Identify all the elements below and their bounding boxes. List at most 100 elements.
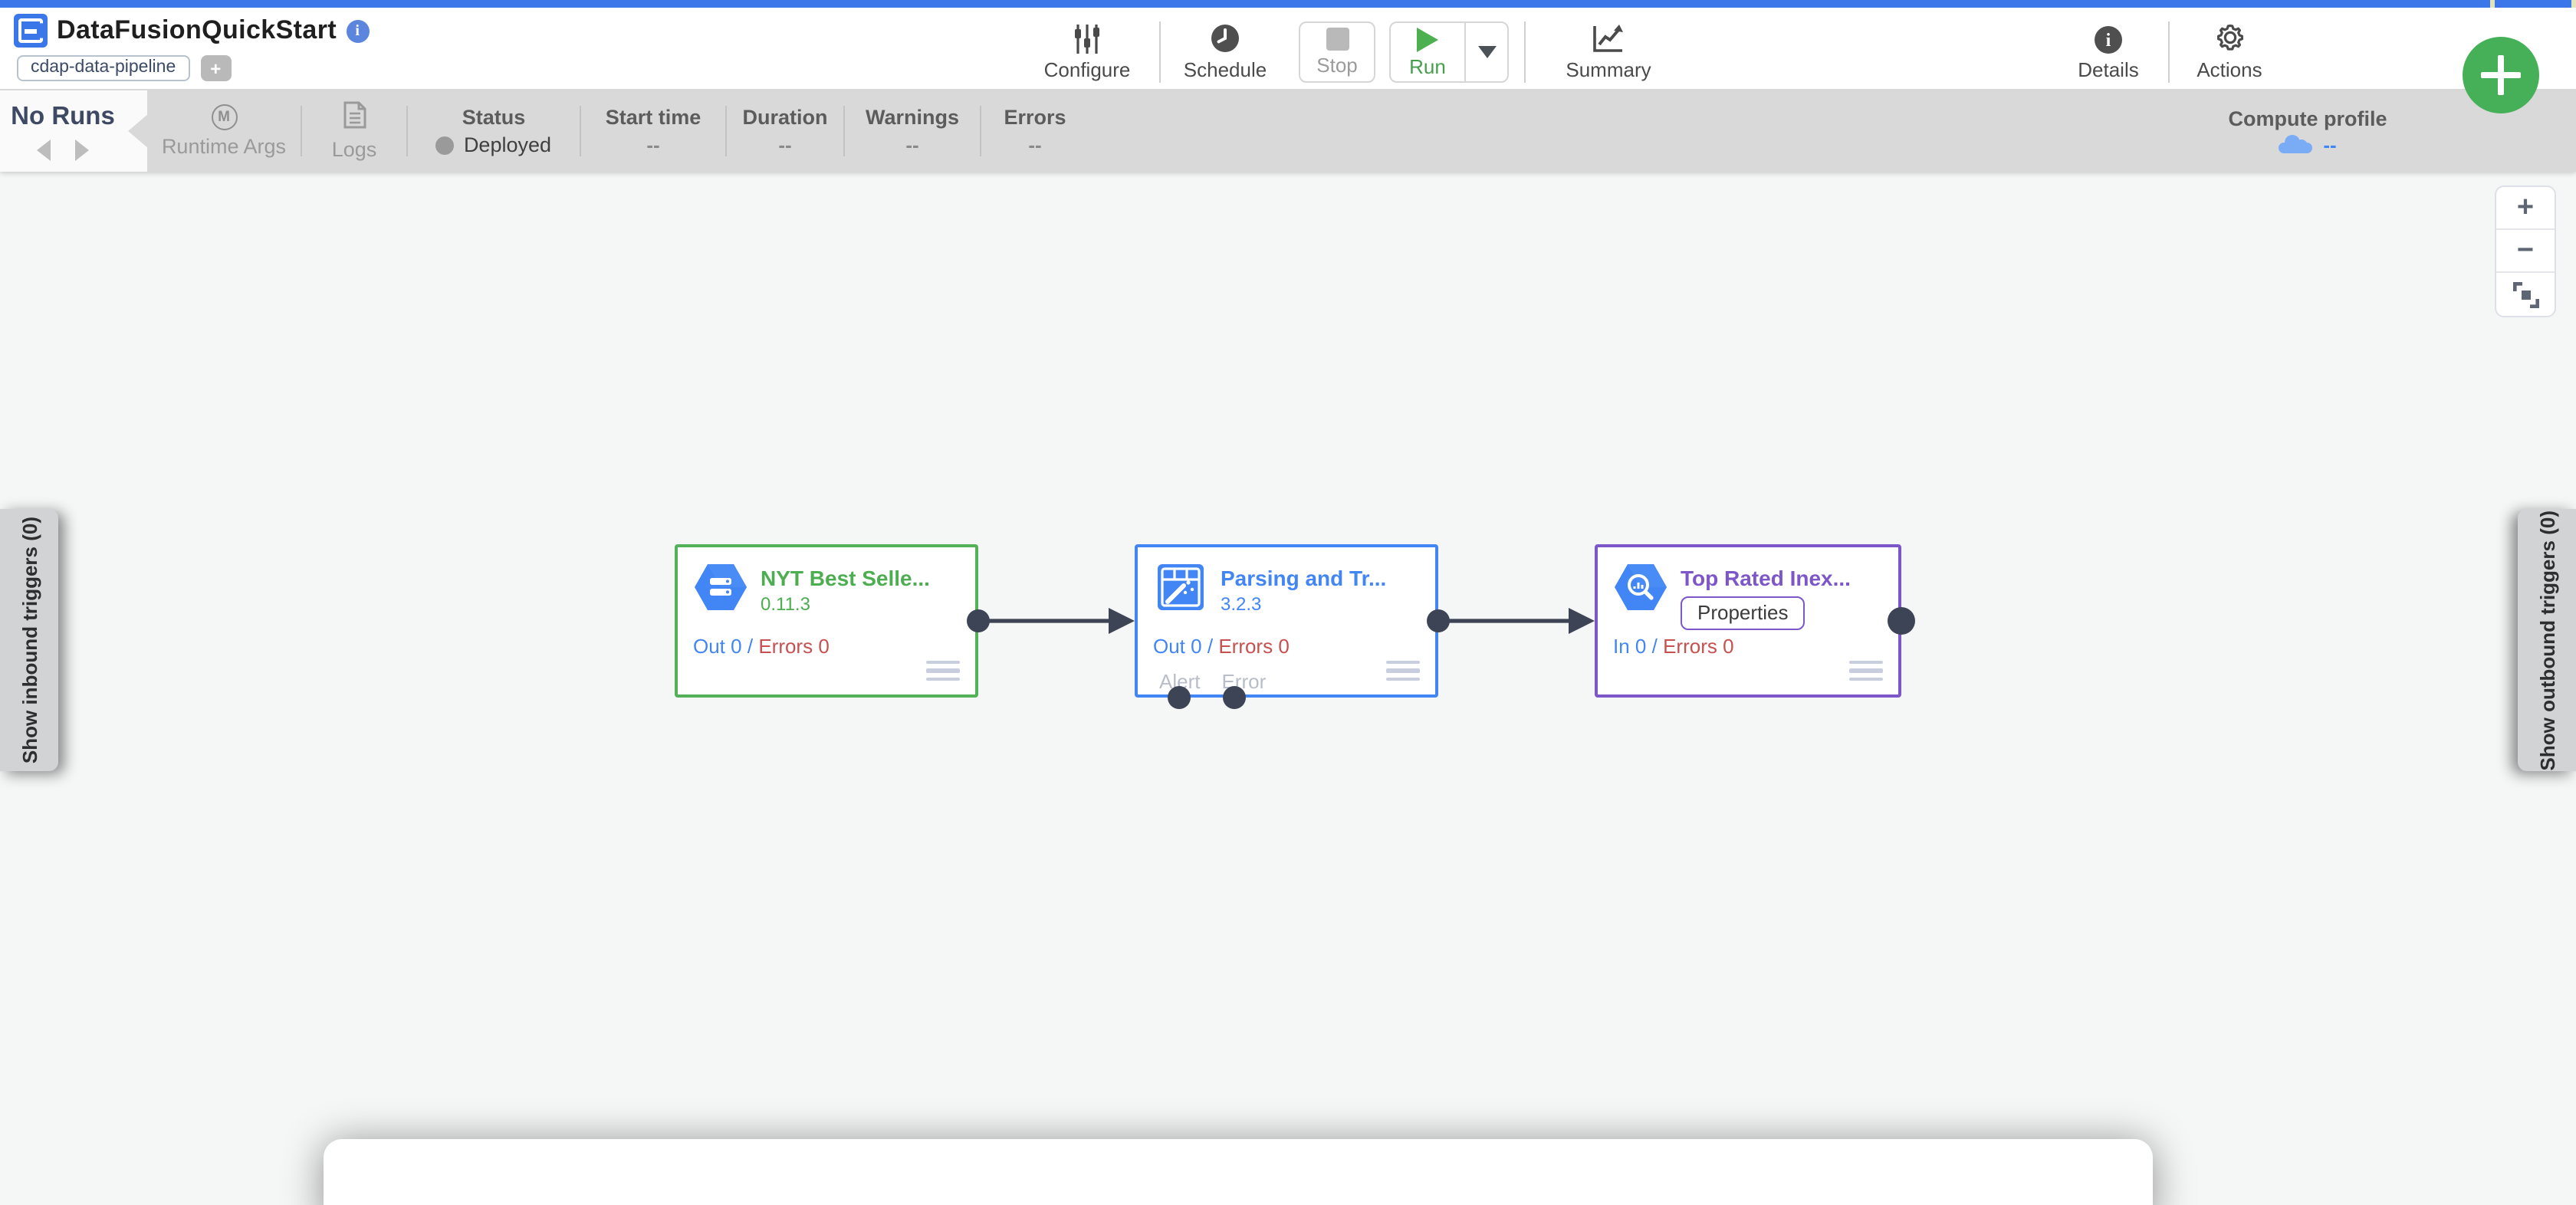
wrangler-icon [1158,564,1204,610]
errors-column: Errors -- [981,90,1089,172]
datastore-hexagon-icon [695,564,747,610]
fit-to-screen-button[interactable] [2496,273,2555,316]
play-icon [1417,27,1438,51]
node-menu-button[interactable] [1849,660,1883,681]
errors-value: -- [1028,133,1042,156]
cdap-logo-icon [14,14,48,48]
status-dot-icon [435,136,455,154]
show-inbound-triggers-tab[interactable]: Show inbound triggers (0) [0,509,58,771]
logs-label: Logs [331,138,377,161]
node-menu-button[interactable] [926,660,960,681]
compute-profile[interactable]: Compute profile -- [2193,90,2423,172]
warnings-value: -- [905,133,919,156]
details-label: Details [2078,58,2139,81]
edge-arrowhead [1569,608,1595,634]
actions-label: Actions [2196,58,2262,81]
gear-icon [2213,23,2246,54]
stop-button[interactable]: Stop [1299,21,1375,83]
chevron-down-icon [1477,46,1496,58]
details-button[interactable]: i Details [2052,15,2165,89]
next-run-arrow[interactable] [75,139,89,160]
status-value: Deployed [463,133,552,156]
runbar-divider [725,106,727,156]
warnings-column: Warnings -- [845,90,980,172]
bigquery-hexagon-icon [1615,564,1667,610]
pipeline-title-block: DataFusionQuickStart i cdap-data-pipelin… [14,12,370,81]
logs-button[interactable]: Logs [302,90,406,172]
toolbar-divider [1524,21,1526,83]
strip-tick [2490,0,2495,8]
fit-to-screen-icon [2512,281,2538,307]
pipeline-node-source[interactable]: NYT Best Selle... 0.11.3 Out 0 / Errors … [675,544,978,698]
runbar-divider [580,106,581,156]
summary-button[interactable]: Summary [1544,15,1673,89]
node-title: NYT Best Selle... [761,566,930,590]
runbar-divider [843,106,845,156]
pipeline-node-transform[interactable]: Parsing and Tr... 3.2.3 Out 0 / Errors 0… [1135,544,1438,698]
pipeline-action-toolbar: Configure Schedule Stop [1018,15,1673,89]
run-button[interactable]: Run [1391,23,1466,81]
node-menu-button[interactable] [1386,660,1420,681]
duration-value: -- [778,133,792,156]
stop-label: Stop [1316,54,1358,77]
run-options-dropdown[interactable] [1466,23,1507,81]
node-errors-metric[interactable]: Errors 0 [758,635,830,658]
add-entity-fab-button[interactable] [2463,37,2539,113]
duration-column: Duration -- [727,90,843,172]
status-column: Status Deployed [408,90,580,172]
configure-label: Configure [1043,58,1131,81]
pipeline-node-sink[interactable]: Top Rated Inex... Properties In 0 / Erro… [1595,544,1901,698]
node-out-metric[interactable]: Out 0 / [693,635,754,658]
node-out-metric[interactable]: Out 0 / [1153,635,1214,658]
node-errors-metric[interactable]: Errors 0 [1663,635,1734,658]
node-version: 0.11.3 [761,593,810,615]
runs-navigator: No Runs [0,90,147,172]
clock-icon [1210,23,1240,54]
cloud-icon [2279,135,2313,153]
runbar-divider [406,106,408,156]
start-time-label: Start time [605,106,702,129]
runbar-divider [301,106,302,156]
properties-button[interactable]: Properties [1681,596,1806,630]
warnings-label: Warnings [865,106,959,129]
error-port-label: Error [1221,670,1267,693]
header-bar: DataFusionQuickStart i cdap-data-pipelin… [0,8,2576,90]
actions-button[interactable]: Actions [2173,15,2286,89]
toolbar-divider [1159,21,1161,83]
chart-trend-icon [1592,23,1625,54]
show-outbound-triggers-tab[interactable]: Show outbound triggers (0) [2518,509,2576,771]
document-icon [343,101,366,133]
runbar-divider [980,106,981,156]
pipeline-info-icon[interactable]: i [346,19,370,42]
runtime-args-button[interactable]: M Runtime Args [147,90,301,172]
macro-icon: M [211,104,237,130]
node-errors-metric[interactable]: Errors 0 [1218,635,1290,658]
node-version: 3.2.3 [1221,593,1262,615]
duration-label: Duration [742,106,828,129]
top-accent-strip [0,0,2576,8]
start-time-value: -- [646,133,660,156]
run-label: Run [1409,54,1446,77]
stop-icon [1326,28,1349,51]
configure-button[interactable]: Configure [1018,15,1156,89]
canvas-zoom-panel: + − [2495,186,2556,317]
zoom-in-button[interactable]: + [2496,187,2555,230]
secondary-toolbar: i Details Actions [2052,15,2286,89]
inbound-triggers-label: Show inbound triggers (0) [18,516,41,764]
status-label: Status [462,106,526,129]
summary-label: Summary [1566,58,1651,81]
compute-profile-label: Compute profile [2228,107,2387,130]
pipeline-canvas[interactable]: + − Show inbound triggers (0) Show outbo… [0,172,2576,1205]
add-tag-button[interactable]: + [200,55,232,81]
node-in-metric[interactable]: In 0 / [1613,635,1658,658]
run-button-group: Run [1389,21,1509,83]
runtime-args-label: Runtime Args [161,135,287,158]
zoom-out-button[interactable]: − [2496,230,2555,273]
engine-tag: cdap-data-pipeline [17,55,190,81]
previous-run-arrow[interactable] [37,139,51,160]
bottom-panel-drawer[interactable] [324,1139,2153,1205]
start-time-column: Start time -- [581,90,725,172]
schedule-button[interactable]: Schedule [1164,15,1286,89]
sliders-icon [1072,23,1102,54]
